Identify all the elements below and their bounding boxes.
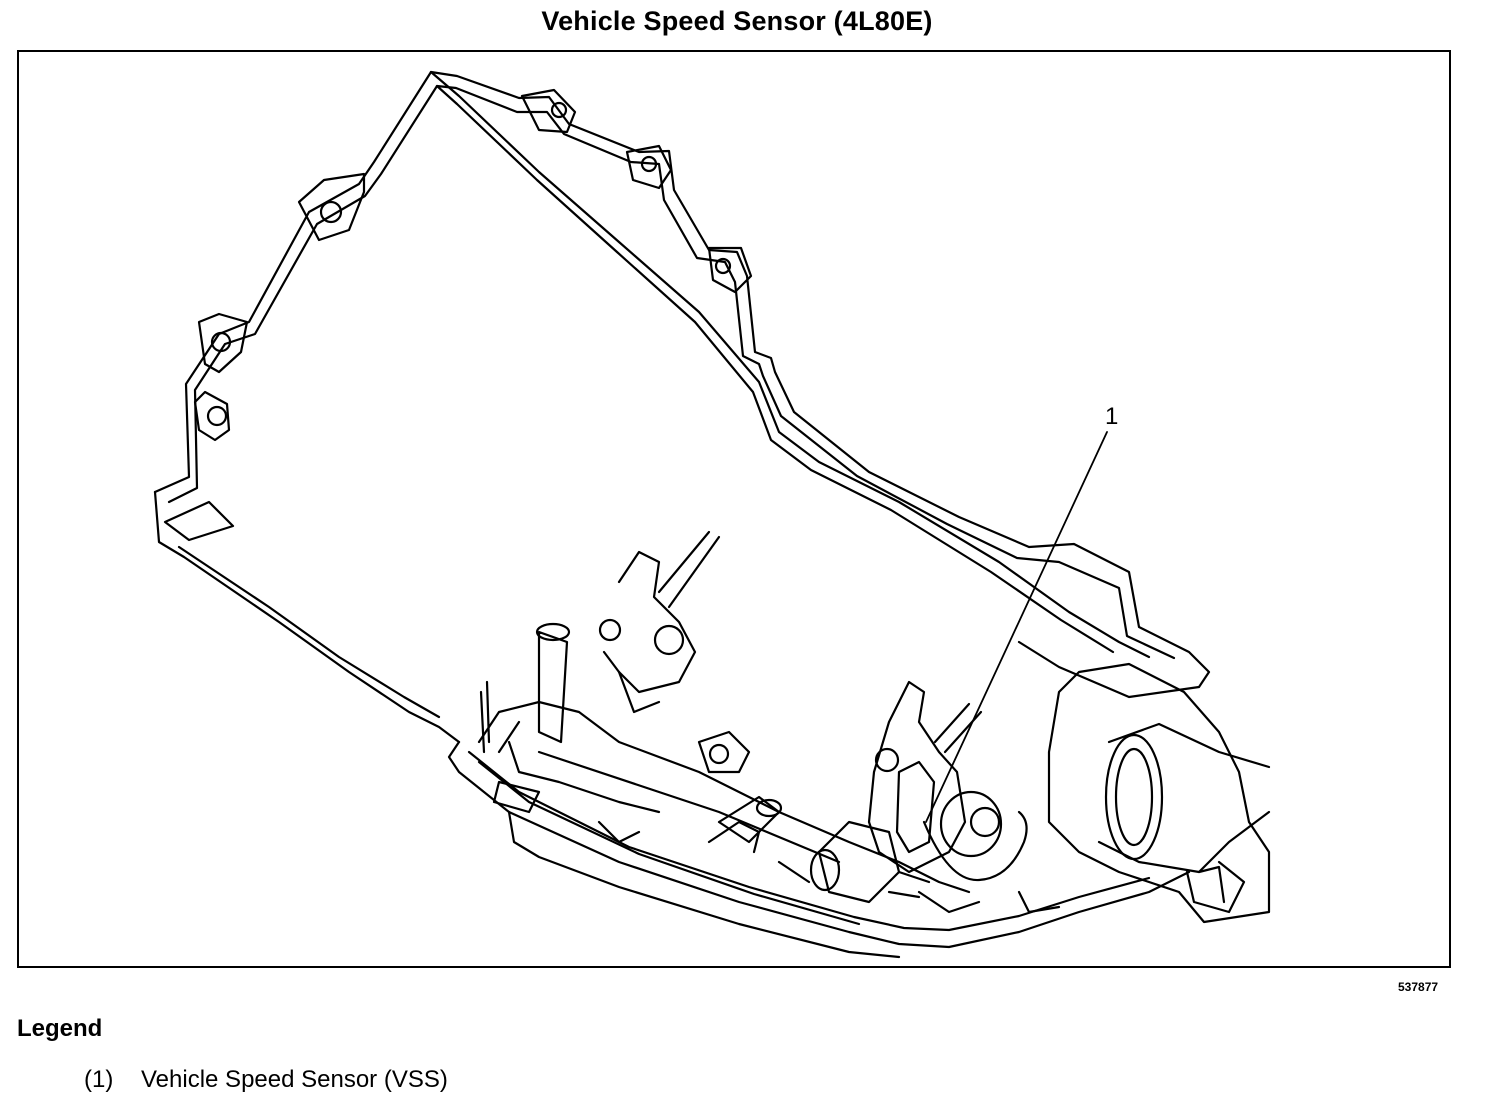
bell-housing-outline	[153, 70, 1211, 699]
page-title: Vehicle Speed Sensor (4L80E)	[541, 6, 933, 36]
upper-bracket	[602, 550, 697, 694]
valve-body	[477, 700, 971, 894]
pivot-arm	[717, 795, 781, 844]
bell-housing-lower-edge-inner	[177, 545, 441, 719]
detent-roller	[697, 730, 751, 774]
left-boss	[163, 500, 235, 542]
mounting-ear	[193, 390, 231, 442]
transmission-illustration: 1	[153, 70, 1271, 959]
mounting-ear	[625, 144, 673, 190]
case-body	[1047, 662, 1271, 924]
callout-label-1: 1	[1105, 403, 1118, 430]
bell-housing-lip-inner	[435, 84, 1115, 654]
mounting-ear	[520, 88, 577, 134]
oil-pan	[447, 740, 1191, 949]
bell-housing-inner-rim	[167, 84, 1176, 660]
figure-id: 537877	[1398, 980, 1439, 994]
speed-sensor-rotor	[939, 790, 1003, 858]
bell-housing-lip	[429, 70, 1151, 659]
bell-housing-lower-edge	[153, 490, 461, 744]
mounting-ear	[707, 246, 753, 294]
legend-item-text: Vehicle Speed Sensor (VSS)	[141, 1066, 448, 1093]
oil-pan-flange	[467, 750, 1151, 932]
mounting-ear	[297, 172, 366, 242]
manual-valve-tube	[537, 630, 569, 744]
sensor-wire	[922, 810, 1028, 882]
legend-item: (1) Vehicle Speed Sensor (VSS)	[84, 1066, 448, 1094]
diagram-frame: 1	[17, 50, 1451, 968]
output-bore	[1104, 733, 1164, 861]
vehicle-speed-sensor	[895, 760, 936, 854]
callout-leader-line	[925, 431, 1108, 823]
vss-bracket	[867, 680, 967, 874]
legend-item-number: (1)	[84, 1066, 114, 1093]
legend-heading: Legend	[17, 1015, 103, 1042]
mounting-ear	[197, 312, 249, 374]
